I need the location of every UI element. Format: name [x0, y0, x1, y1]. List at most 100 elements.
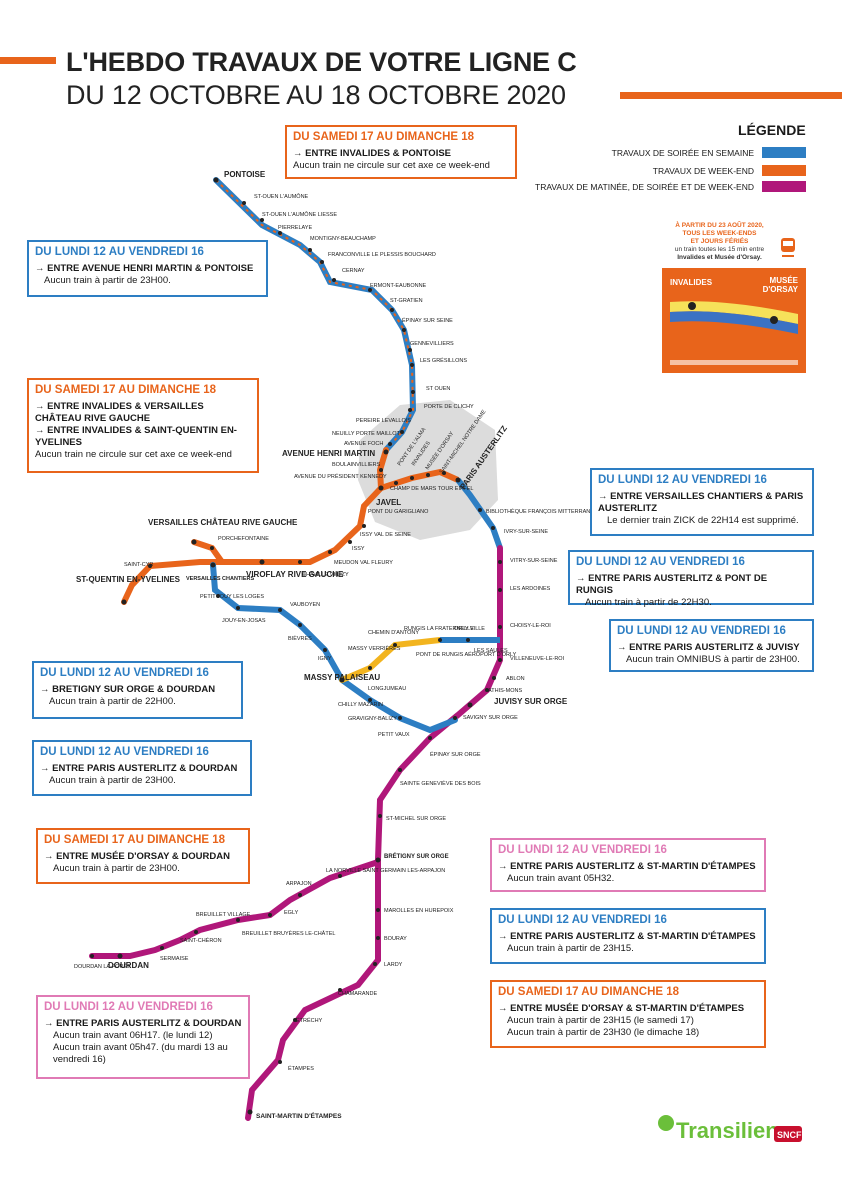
station-lardy: LARDY [384, 962, 403, 968]
notice-box: DU LUNDI 12 AU VENDREDI 16 → ENTRE PARIS… [609, 619, 814, 672]
station-breuillet-bruyeres: BREUILLET BRUYÈRES LE-CHÂTEL [242, 930, 335, 937]
station-saules: LES SAULES [474, 648, 508, 654]
station-pontoise: PONTOISE [224, 170, 266, 179]
legend-label: TRAVAUX DE SOIRÉE EN SEMAINE [611, 147, 754, 158]
station-ivry: IVRY-SUR-SEINE [504, 529, 548, 535]
line-segment-massy [210, 562, 458, 734]
promo-line: ET JOURS FÉRIÉS [690, 238, 749, 245]
station-savigny: SAVIGNY SUR ORGE [463, 715, 518, 721]
header-accent-left [0, 57, 56, 64]
station-bibliotheque: BIBLIOTHÈQUE FRANÇOIS MITTERRAND [486, 508, 594, 515]
brand-operator: SNCF [777, 1130, 802, 1140]
station-igny: IGNY [318, 656, 332, 662]
promo-line: un train toutes les 15 min entre [674, 246, 765, 253]
notice-section: → ENTRE PARIS AUSTERLITZ & ST-MARTIN D'É… [498, 861, 756, 872]
station-porte-clichy: PORTE DE CLICHY [424, 404, 474, 410]
notice-date: DU LUNDI 12 AU VENDREDI 16 [498, 914, 667, 926]
notice-date: DU SAMEDI 17 AU DIMANCHE 18 [44, 834, 226, 846]
station-petit-vaux: PETIT VAUX [378, 732, 410, 738]
station-porchefontaine: PORCHEFONTAINE [218, 536, 269, 542]
notice-box: DU SAMEDI 17 AU DIMANCHE 18 → ENTRE MUSÉ… [36, 828, 250, 884]
station-dots [90, 177, 502, 1115]
station-javel: JAVEL [376, 498, 401, 507]
station-arpajon: ARPAJON [286, 881, 312, 887]
notice-section: → ENTRE PARIS AUSTERLITZ & ST-MARTIN D'É… [498, 931, 756, 942]
notice-note: Aucun train avant 06H17. (le lundi 12) [53, 1030, 213, 1041]
station-athis: ATHIS-MONS [488, 688, 522, 694]
notice-section: → ENTRE VERSAILLES CHANTIERS & PARIS AUS… [598, 491, 804, 514]
station-garigliano: PONT DU GARIGLIANO [368, 509, 429, 515]
notice-box: DU LUNDI 12 AU VENDREDI 16 → ENTRE PARIS… [490, 838, 766, 892]
station-vauboyen: VAUBOYEN [290, 602, 320, 608]
notice-note: Aucun train à partir de 23H15 (le samedi… [507, 1015, 694, 1026]
notice-note: Aucun train à partir de 23H30 (le dimach… [507, 1027, 700, 1038]
notice-section: → ENTRE PARIS AUSTERLITZ & DOURDAN [44, 1018, 242, 1029]
notice-note: Aucun train à partir de 23H00. [44, 275, 171, 286]
notice-note: Aucun train ne circule sur cet axe ce we… [293, 160, 490, 171]
promo-card: INVALIDES MUSÉE D'ORSAY [662, 268, 806, 373]
station-st-ouen-liesse: ST-OUEN L'AUMÔNE LIESSE [262, 211, 337, 218]
station-orly: ORLY VILLE [454, 626, 485, 632]
notice-date: DU LUNDI 12 AU VENDREDI 16 [576, 556, 745, 568]
notice-box: DU LUNDI 12 AU VENDREDI 16 → ENTRE PARIS… [36, 995, 250, 1079]
station-franconville: FRANCONVILLE LE PLESSIS BOUCHARD [328, 252, 436, 258]
station-henri-martin: AVENUE HENRI MARTIN [282, 449, 375, 458]
legend-swatch-blue [762, 147, 806, 158]
station-st-ouen: ST OUEN [426, 386, 450, 392]
station-gresillons: LES GRÉSILLONS [420, 357, 467, 364]
promo-text: À PARTIR DU 23 AOÛT 2020, TOUS LES WEEK-… [662, 222, 777, 262]
header-accent-right [620, 92, 842, 99]
station-norville: LA NORVILLE SAINT GERMAIN LES-ARPAJON [326, 868, 445, 874]
notice-box: DU SAMEDI 17 AU DIMANCHE 18 → ENTRE MUSÉ… [490, 980, 766, 1048]
notice-section: → ENTRE INVALIDES & SAINT-QUENTIN EN-YVE… [35, 425, 237, 448]
notice-section: → ENTRE MUSÉE D'ORSAY & ST-MARTIN D'ÉTAM… [498, 1003, 745, 1014]
station-issy-val: ISSY VAL DE SEINE [360, 532, 411, 538]
promo-right-label: MUSÉE D'ORSAY [762, 276, 798, 294]
station-gennevilliers: GENNEVILLIERS [410, 341, 454, 347]
page-subtitle: DU 12 OCTOBRE AU 18 OCTOBRE 2020 [66, 80, 566, 110]
notice-note: Aucun train à partir de 22H00. [49, 696, 176, 707]
station-petit-jouy: PETIT JOUY LES LOGES [200, 594, 264, 600]
station-versailles-rg: VERSAILLES CHÂTEAU RIVE GAUCHE [148, 518, 298, 527]
notice-note: Aucun train ne circule sur cet axe ce we… [35, 449, 232, 460]
station-kennedy: AVENUE DU PRÉSIDENT KENNEDY [294, 473, 387, 480]
legend-label: TRAVAUX DE WEEK-END [652, 165, 754, 176]
station-bievres: BIÈVRES [288, 635, 312, 642]
station-issy: ISSY [352, 546, 365, 552]
station-chamarande: CHAMARANDE [338, 991, 377, 997]
page-title: L'HEBDO TRAVAUX DE VOTRE LIGNE C [66, 47, 577, 77]
station-meudon: MEUDON VAL FLEURY [334, 560, 393, 566]
notice-note: Aucun train à partir de 23H00. [53, 863, 180, 874]
station-st-michel-orge: ST-MICHEL SUR ORGE [386, 816, 446, 822]
station-villeneuve: VILLENEUVE-LE-ROI [510, 656, 565, 662]
station-vitry: VITRY-SUR-SEINE [510, 558, 558, 564]
station-epinay-orge: ÉPINAY SUR ORGE [430, 751, 481, 758]
notice-date: DU LUNDI 12 AU VENDREDI 16 [617, 625, 786, 637]
station-viroflay: VIROFLAY RIVE GAUCHE [246, 570, 344, 579]
notice-date: DU LUNDI 12 AU VENDREDI 16 [40, 746, 209, 758]
station-ablon: ABLON [506, 676, 525, 682]
notice-date: DU LUNDI 12 AU VENDREDI 16 [44, 1001, 213, 1013]
line-segment-west [121, 485, 384, 605]
station-ste-genevieve: SAINTE GENEVIÈVE DES BOIS [400, 780, 481, 787]
station-pont-rungis: PONT DE RUNGIS AÉROPORT D'ORLY [416, 651, 517, 658]
notice-section: → ENTRE PARIS AUSTERLITZ & DOURDAN [40, 763, 238, 774]
station-montigny: MONTIGNY-BEAUCHAMP [310, 236, 376, 242]
station-st-cheron: SAINT-CHÉRON [180, 937, 222, 944]
notice-box: DU LUNDI 12 AU VENDREDI 16 → ENTRE PARIS… [568, 550, 814, 608]
station-chaville: CHAVILLE VÉLIZY [302, 571, 349, 578]
brand-name: Transilien [676, 1118, 779, 1143]
legend-item-soiree: TRAVAUX DE SOIRÉE EN SEMAINE [612, 147, 806, 158]
promo-illustration [670, 301, 798, 365]
notice-date: DU LUNDI 12 AU VENDREDI 16 [598, 474, 767, 486]
line-segment-austerlitz [455, 478, 503, 549]
legend-item-matinee: TRAVAUX DE MATINÉE, DE SOIRÉE ET DE WEEK… [535, 181, 806, 192]
notice-box: DU SAMEDI 17 AU DIMANCHE 18 → ENTRE INVA… [285, 125, 517, 179]
notice-section: → ENTRE PARIS AUSTERLITZ & PONT DE RUNGI… [576, 573, 768, 596]
line-segment-rungis [339, 637, 443, 683]
notice-section: → ENTRE INVALIDES & VERSAILLES CHÂTEAU R… [35, 401, 204, 424]
station-pereire: PEREIRE LEVALLOIS [356, 418, 411, 424]
promo-line: Invalides et Musée d'Orsay. [677, 254, 762, 261]
legend-label: TRAVAUX DE MATINÉE, DE SOIRÉE ET DE WEEK… [535, 181, 754, 192]
